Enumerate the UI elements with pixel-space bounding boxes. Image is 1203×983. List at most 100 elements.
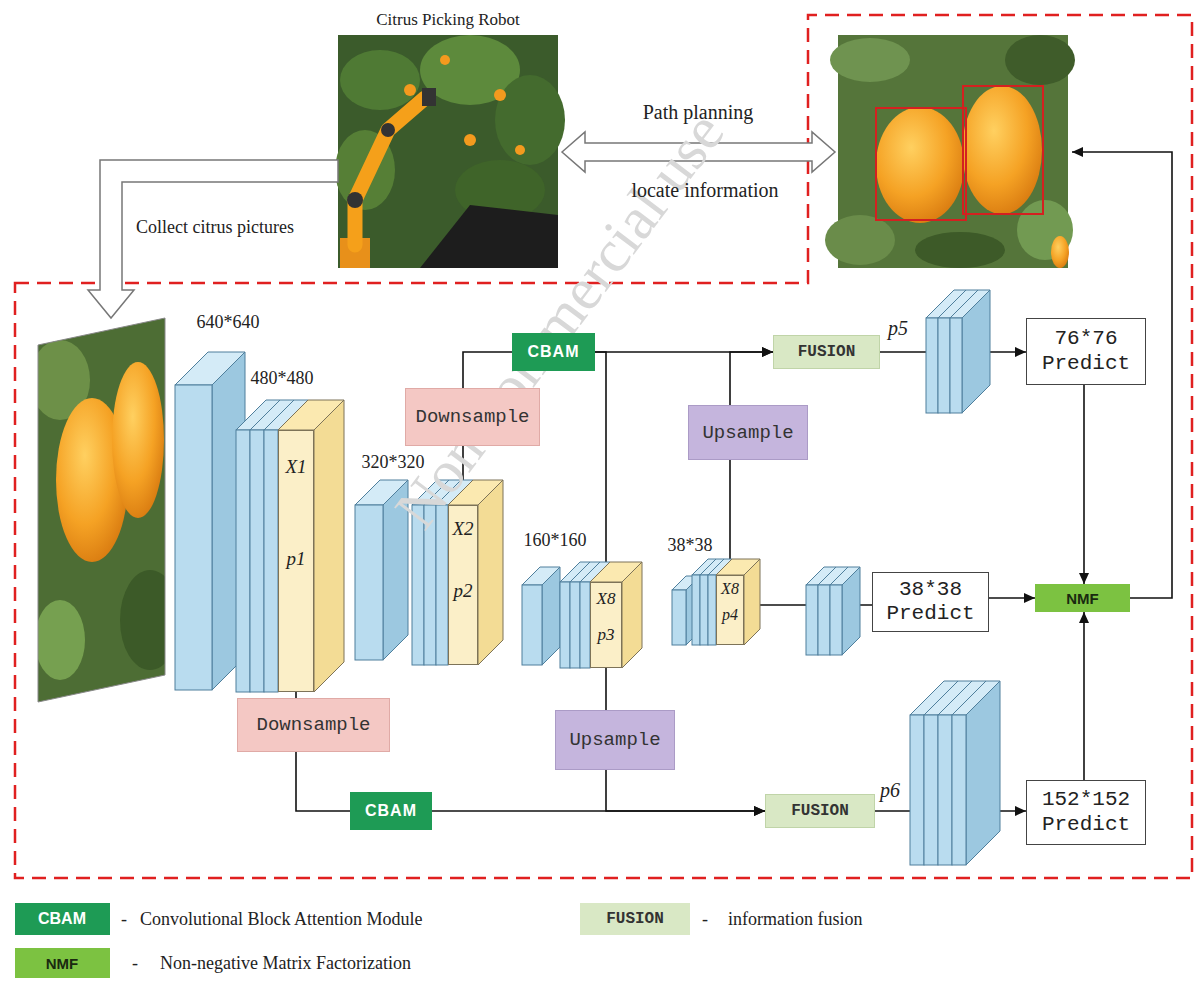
feature-block: X1 p1 (278, 430, 314, 692)
slab-front (700, 575, 708, 645)
label: 160*160 (524, 530, 587, 551)
connector (296, 752, 350, 811)
box-label: X8 (597, 589, 616, 609)
slab-front (938, 318, 950, 413)
box-label: CBAM (365, 802, 417, 820)
upsample-box: Upsample (688, 405, 808, 460)
label: Citrus Picking Robot (376, 10, 520, 30)
slab-front (580, 582, 590, 668)
label: Path planning (643, 101, 754, 124)
box-label: FUSION (798, 343, 856, 361)
label: - (121, 909, 127, 930)
slab-front (250, 430, 264, 692)
label: 320*320 (362, 452, 425, 473)
label: 640*640 (197, 312, 260, 333)
slab-front (522, 585, 542, 665)
label: p5 (888, 317, 908, 340)
box-label: Downsample (415, 406, 529, 428)
slab-front (938, 715, 952, 865)
detection-photo (825, 35, 1075, 268)
label: p6 (880, 779, 900, 802)
slab-front (692, 575, 700, 645)
box-label: 76*76 Predict (1033, 327, 1139, 375)
feature-block: X8p4 (716, 575, 744, 645)
box-label: Upsample (702, 422, 793, 444)
label: locate information (631, 179, 778, 202)
box-label: CBAM (528, 343, 580, 361)
box-label: X8 (721, 580, 739, 598)
feature-maps (175, 290, 1000, 865)
slab-front (818, 585, 830, 655)
box-label: 38*38 Predict (879, 578, 982, 626)
legend-text: Convolutional Block Attention Module (140, 909, 423, 930)
label: 38*38 (668, 535, 713, 556)
slab-front (560, 582, 570, 668)
feature-block: X8 p3 (590, 582, 622, 668)
downsample-box: Downsample (405, 388, 540, 446)
slab-front (924, 715, 938, 865)
label: - (132, 953, 138, 974)
slab-side (744, 559, 760, 645)
slab-side (842, 567, 860, 655)
slab-side (250, 400, 280, 692)
predict-box: 152*152 Predict (1026, 780, 1146, 845)
slab-front (950, 318, 962, 413)
slab-side (542, 567, 560, 665)
box-label: Downsample (256, 714, 370, 736)
slab-front (570, 582, 580, 668)
upsample-box: Upsample (555, 710, 675, 770)
robot-photo (335, 35, 565, 268)
slab-front (952, 715, 966, 865)
box-label: Upsample (569, 729, 660, 751)
slab-side (478, 480, 503, 665)
box-label: X1 (285, 456, 306, 478)
box-label: 152*152 Predict (1033, 788, 1139, 836)
slab-front (830, 585, 842, 655)
slab-front (236, 430, 250, 692)
predict-box: 76*76 Predict (1026, 318, 1146, 385)
slab-front (264, 430, 278, 692)
slab-front (806, 585, 818, 655)
attention-box: CBAM (350, 792, 432, 830)
slab-front (926, 318, 938, 413)
label: FUSION (606, 910, 664, 928)
collect-arrow (88, 160, 338, 318)
box-label: FUSION (791, 802, 849, 820)
connector (1083, 385, 1085, 584)
connector (989, 597, 1035, 599)
fusion-box: FUSION (765, 794, 875, 828)
input-photo (30, 310, 180, 710)
slab-front (355, 505, 383, 660)
label: CBAM (38, 910, 86, 928)
box-label: X2 (452, 518, 473, 540)
label: NMF (46, 955, 79, 972)
slab-front (175, 385, 212, 690)
slab-side (962, 290, 990, 413)
attention-box: CBAM (512, 333, 595, 371)
slab-side (314, 400, 344, 692)
legend-text: information fusion (728, 909, 862, 930)
connector (606, 770, 765, 811)
slab-front (708, 575, 716, 645)
fusion-box: FUSION (773, 335, 880, 369)
connector (730, 352, 773, 405)
connector (1083, 612, 1085, 780)
connector (595, 352, 606, 582)
slab-side (622, 562, 642, 668)
box-label: p1 (287, 548, 306, 570)
label: 480*480 (251, 368, 314, 389)
slab-front (910, 715, 924, 865)
downsample-box: Downsample (237, 698, 390, 752)
slab-front (672, 590, 686, 645)
label: Collect citrus pictures (135, 216, 295, 239)
connector (605, 668, 607, 710)
region-border (15, 15, 1192, 878)
feature-block: X2p2 (448, 505, 478, 665)
slab-side (686, 576, 700, 645)
box-label: NMF (1066, 590, 1099, 607)
box-label: p4 (722, 606, 738, 624)
box-label: p3 (598, 625, 615, 645)
label: - (702, 909, 708, 930)
